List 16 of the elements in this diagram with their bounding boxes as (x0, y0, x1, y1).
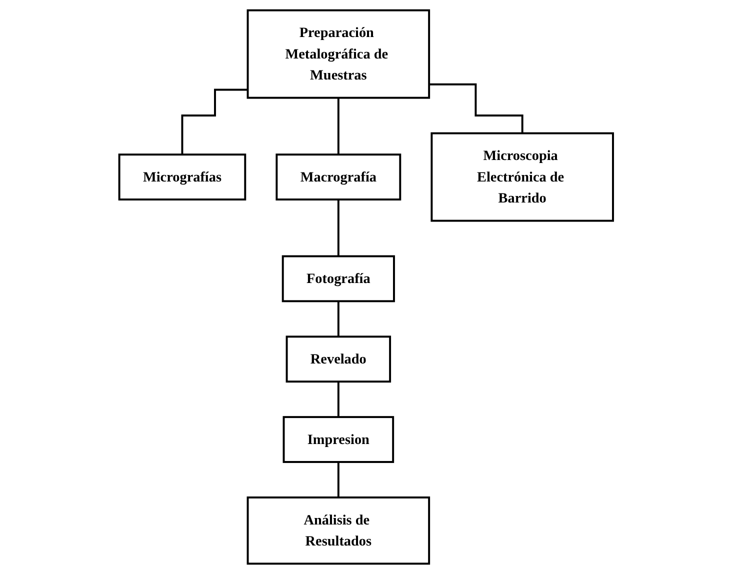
node-box (247, 9, 430, 99)
node-box (431, 132, 614, 222)
flowchart: Preparación Metalográfica de Muestras Micrografías Macrografía Microscopia Electrónica de Barrido Fotografía Revelado Impresion Análisis de Resultados (113, 4, 620, 570)
connector (338, 198, 340, 258)
node-box (247, 496, 430, 565)
connector (338, 380, 340, 418)
node-box (282, 255, 396, 302)
node-box (276, 154, 402, 200)
connector (338, 461, 340, 498)
connector (338, 300, 340, 338)
node-box (118, 154, 246, 200)
connector (182, 88, 248, 156)
node-box (283, 416, 394, 463)
node-box (286, 336, 392, 383)
connector (429, 83, 524, 134)
connector (338, 96, 340, 156)
